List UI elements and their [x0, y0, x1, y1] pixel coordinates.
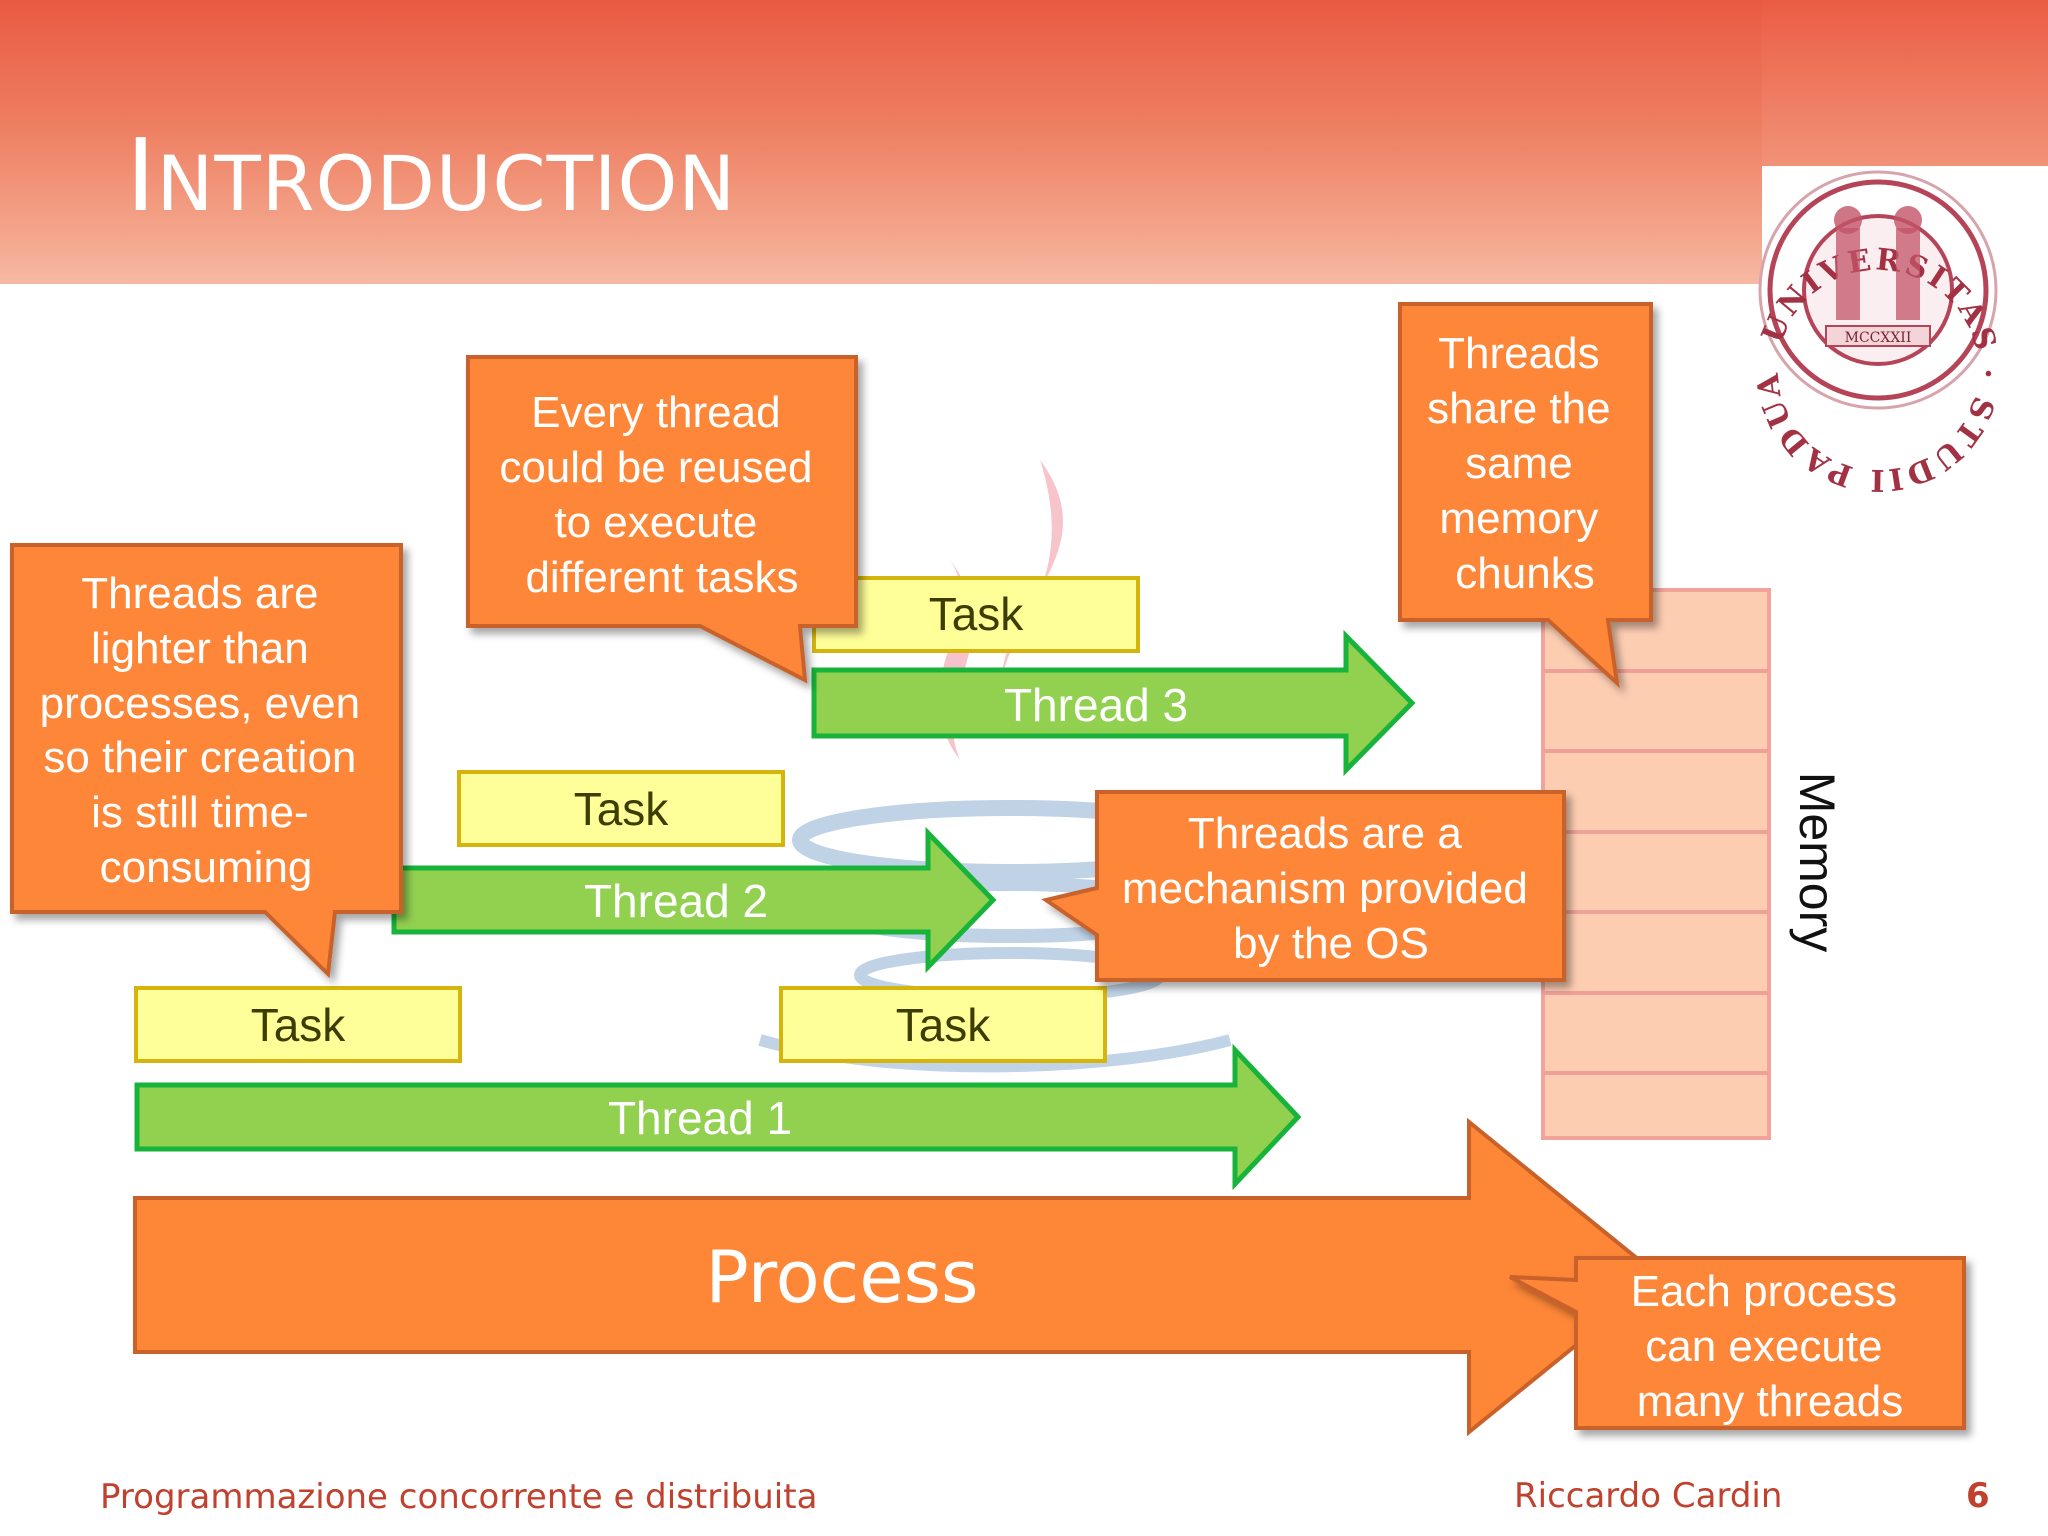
thread-3-label: Thread 3 [1004, 679, 1188, 731]
callout-line: by the OS [1233, 919, 1429, 968]
callout-line: Threads [1438, 329, 1599, 378]
callout-line: different tasks [525, 553, 798, 602]
callout-line: Each process [1631, 1267, 1898, 1316]
callout-line: Threads are a [1188, 809, 1462, 858]
callout-line: memory [1439, 494, 1598, 543]
svg-text:Threads share the: Threads share the same memory chunks [1427, 329, 1623, 598]
callout-line: share the [1427, 384, 1610, 433]
title-banner-edge [1762, 0, 2048, 166]
callout-line: to execute [554, 498, 757, 547]
callout-thread-reuse: Every thread could be reused to execute … [466, 355, 858, 684]
callout-line: so their creation [43, 733, 356, 782]
callout-line: processes, even [40, 679, 360, 728]
callout-line: can execute [1645, 1322, 1882, 1371]
memory-block [1541, 588, 1771, 1140]
title-rest: NTRODUCTION [156, 139, 737, 228]
task-box-thread-1-b: Task [779, 986, 1107, 1063]
callout-shared-memory: Threads share the same memory chunks [1398, 302, 1653, 689]
callout-line: mechanism provided [1122, 864, 1528, 913]
task-label: Task [896, 999, 992, 1051]
task-label: Task [574, 783, 670, 835]
process-label: Process [705, 1235, 978, 1319]
footer-course-name: Programmazione concorrente e distribuita [100, 1477, 818, 1517]
task-box-thread-2: Task [457, 770, 785, 847]
callout-line: many threads [1637, 1377, 1904, 1426]
callout-line: consuming [100, 843, 313, 892]
seal-lettering: UNIVERSITAS · STUDII PADUANI [0, 0, 2005, 497]
university-seal-logo: UNIVERSITAS · STUDII PADUANI MCCXXII [0, 0, 2005, 497]
callout-os-mechanism: Threads are a mechanism provided by the … [1041, 790, 1566, 982]
callout-process-threads: Each process can execute many threads [1509, 1256, 1966, 1430]
page-number: 6 [1966, 1476, 1990, 1516]
slide-title: INTRODUCTION [126, 126, 736, 226]
callout-line: same [1465, 439, 1573, 488]
svg-text:Threads are lighter than: Threads are lighter than processes, even… [40, 569, 373, 892]
task-box-thread-1-a: Task [134, 986, 462, 1063]
task-label: Task [929, 588, 1025, 640]
task-label: Task [251, 999, 347, 1051]
task-box-thread-3: Task [812, 576, 1140, 653]
callout-line: chunks [1455, 549, 1594, 598]
title-banner [0, 0, 1762, 284]
svg-text:Each process can execute: Each process can execute many threads [1631, 1267, 1910, 1426]
svg-text:Every thread could be re: Every thread could be reused to execute … [499, 388, 824, 602]
thread-1-arrow: Thread 1 [134, 1043, 1302, 1191]
callout-line: Every thread [531, 388, 780, 437]
seal-year: MCCXXII [1845, 330, 1912, 346]
callout-line: Threads are [81, 569, 318, 618]
process-arrow: Process [133, 1117, 1664, 1437]
thread-3-arrow: Thread 3 [811, 629, 1416, 777]
thread-1-label: Thread 1 [608, 1092, 792, 1144]
callout-lighter-than-processes: Threads are lighter than processes, even… [10, 543, 403, 979]
footer-author: Riccardo Cardin [1514, 1476, 1783, 1516]
memory-label: Memory [1789, 772, 1845, 953]
callout-line: is still time- [91, 788, 309, 837]
title-initial: I [126, 117, 157, 234]
svg-text:Threads are a mechanism: Threads are a mechanism provided by the … [1122, 809, 1540, 968]
callout-line: could be reused [499, 443, 812, 492]
thread-2-label: Thread 2 [584, 875, 768, 927]
thread-2-arrow: Thread 2 [391, 826, 997, 974]
callout-line: lighter than [91, 624, 309, 673]
